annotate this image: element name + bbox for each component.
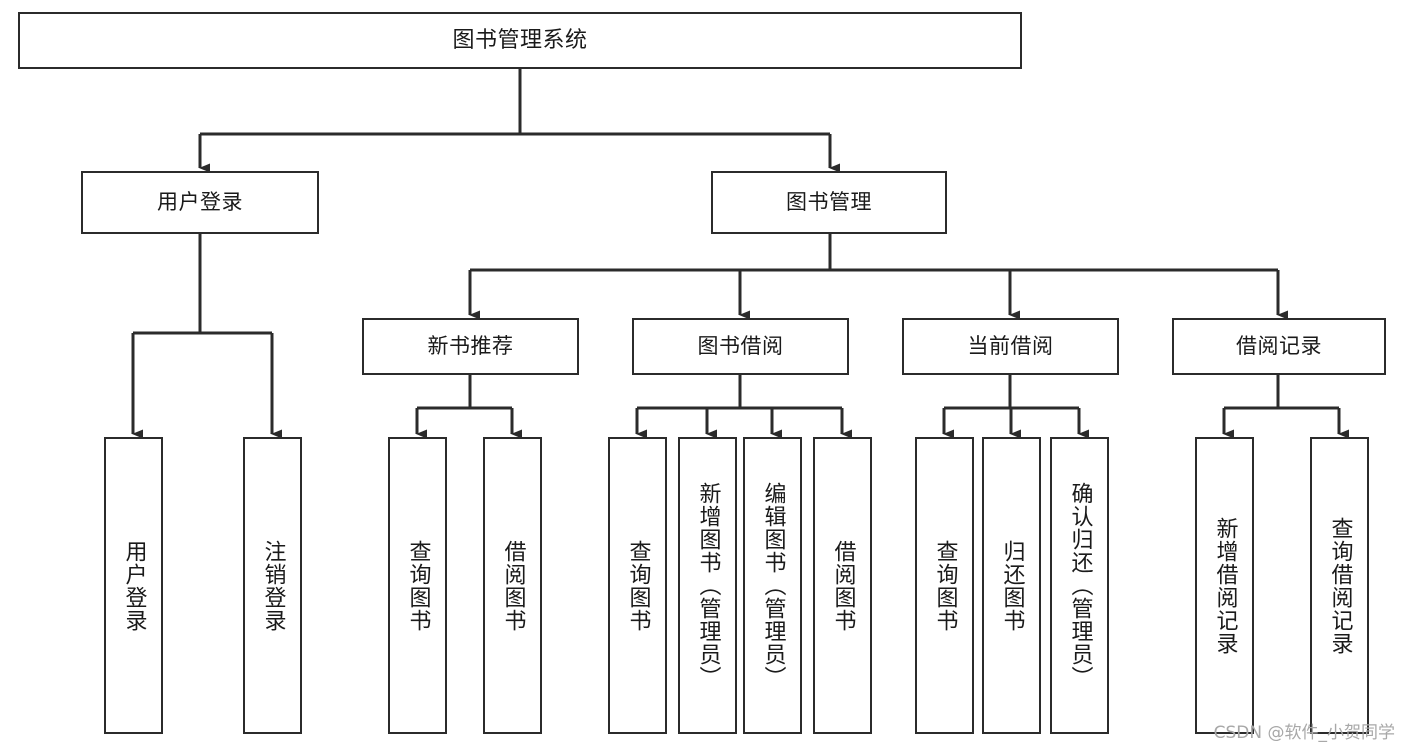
watermark: CSDN @软件_小贺同学 <box>1213 723 1395 743</box>
node-label: 用户登录 <box>157 190 243 215</box>
node-borrow-record[interactable]: 借阅记录 <box>1172 318 1386 375</box>
leaf-query-borrow-record[interactable]: 查询借阅记录 <box>1310 437 1369 734</box>
node-label: 查询借阅记录 <box>1327 516 1353 655</box>
leaf-borrow-book-new-rec[interactable]: 借阅图书 <box>483 437 542 734</box>
node-label: 借阅图书 <box>830 539 856 632</box>
node-new-book-recommend[interactable]: 新书推荐 <box>362 318 579 375</box>
node-current-borrow[interactable]: 当前借阅 <box>902 318 1119 375</box>
leaf-query-book-new-rec[interactable]: 查询图书 <box>388 437 447 734</box>
node-label: 当前借阅 <box>967 334 1054 359</box>
node-label: 图书管理 <box>786 190 872 215</box>
node-label: 编辑图书（管理员） <box>760 482 786 689</box>
node-book-manage[interactable]: 图书管理 <box>711 171 947 234</box>
leaf-edit-book-admin[interactable]: 编辑图书（管理员） <box>743 437 802 734</box>
leaf-confirm-return-admin[interactable]: 确认归还（管理员） <box>1050 437 1109 734</box>
node-label: 查询图书 <box>625 539 651 632</box>
node-label: 查询图书 <box>932 539 958 632</box>
node-label: 图书管理系统 <box>452 27 588 53</box>
node-label: 借阅记录 <box>1236 334 1322 359</box>
node-label: 新增图书（管理员） <box>695 482 721 689</box>
node-user-login[interactable]: 用户登录 <box>81 171 319 234</box>
node-root-system[interactable]: 图书管理系统 <box>18 12 1022 69</box>
leaf-query-book-current[interactable]: 查询图书 <box>915 437 974 734</box>
node-label: 图书借阅 <box>697 334 784 359</box>
leaf-query-book-borrow[interactable]: 查询图书 <box>608 437 667 734</box>
node-label: 注销登录 <box>260 539 286 632</box>
node-label: 确认归还（管理员） <box>1067 482 1093 689</box>
leaf-user-logout[interactable]: 注销登录 <box>243 437 302 734</box>
node-label: 归还图书 <box>999 539 1025 632</box>
leaf-return-book[interactable]: 归还图书 <box>982 437 1041 734</box>
node-book-borrow[interactable]: 图书借阅 <box>632 318 849 375</box>
node-label: 查询图书 <box>405 539 431 632</box>
leaf-add-borrow-record[interactable]: 新增借阅记录 <box>1195 437 1254 734</box>
node-label: 新增借阅记录 <box>1212 516 1238 655</box>
node-label: 用户登录 <box>121 539 147 632</box>
leaf-user-login[interactable]: 用户登录 <box>104 437 163 734</box>
node-label: 新书推荐 <box>427 334 514 359</box>
leaf-borrow-book[interactable]: 借阅图书 <box>813 437 872 734</box>
node-label: 借阅图书 <box>500 539 526 632</box>
leaf-add-book-admin[interactable]: 新增图书（管理员） <box>678 437 737 734</box>
